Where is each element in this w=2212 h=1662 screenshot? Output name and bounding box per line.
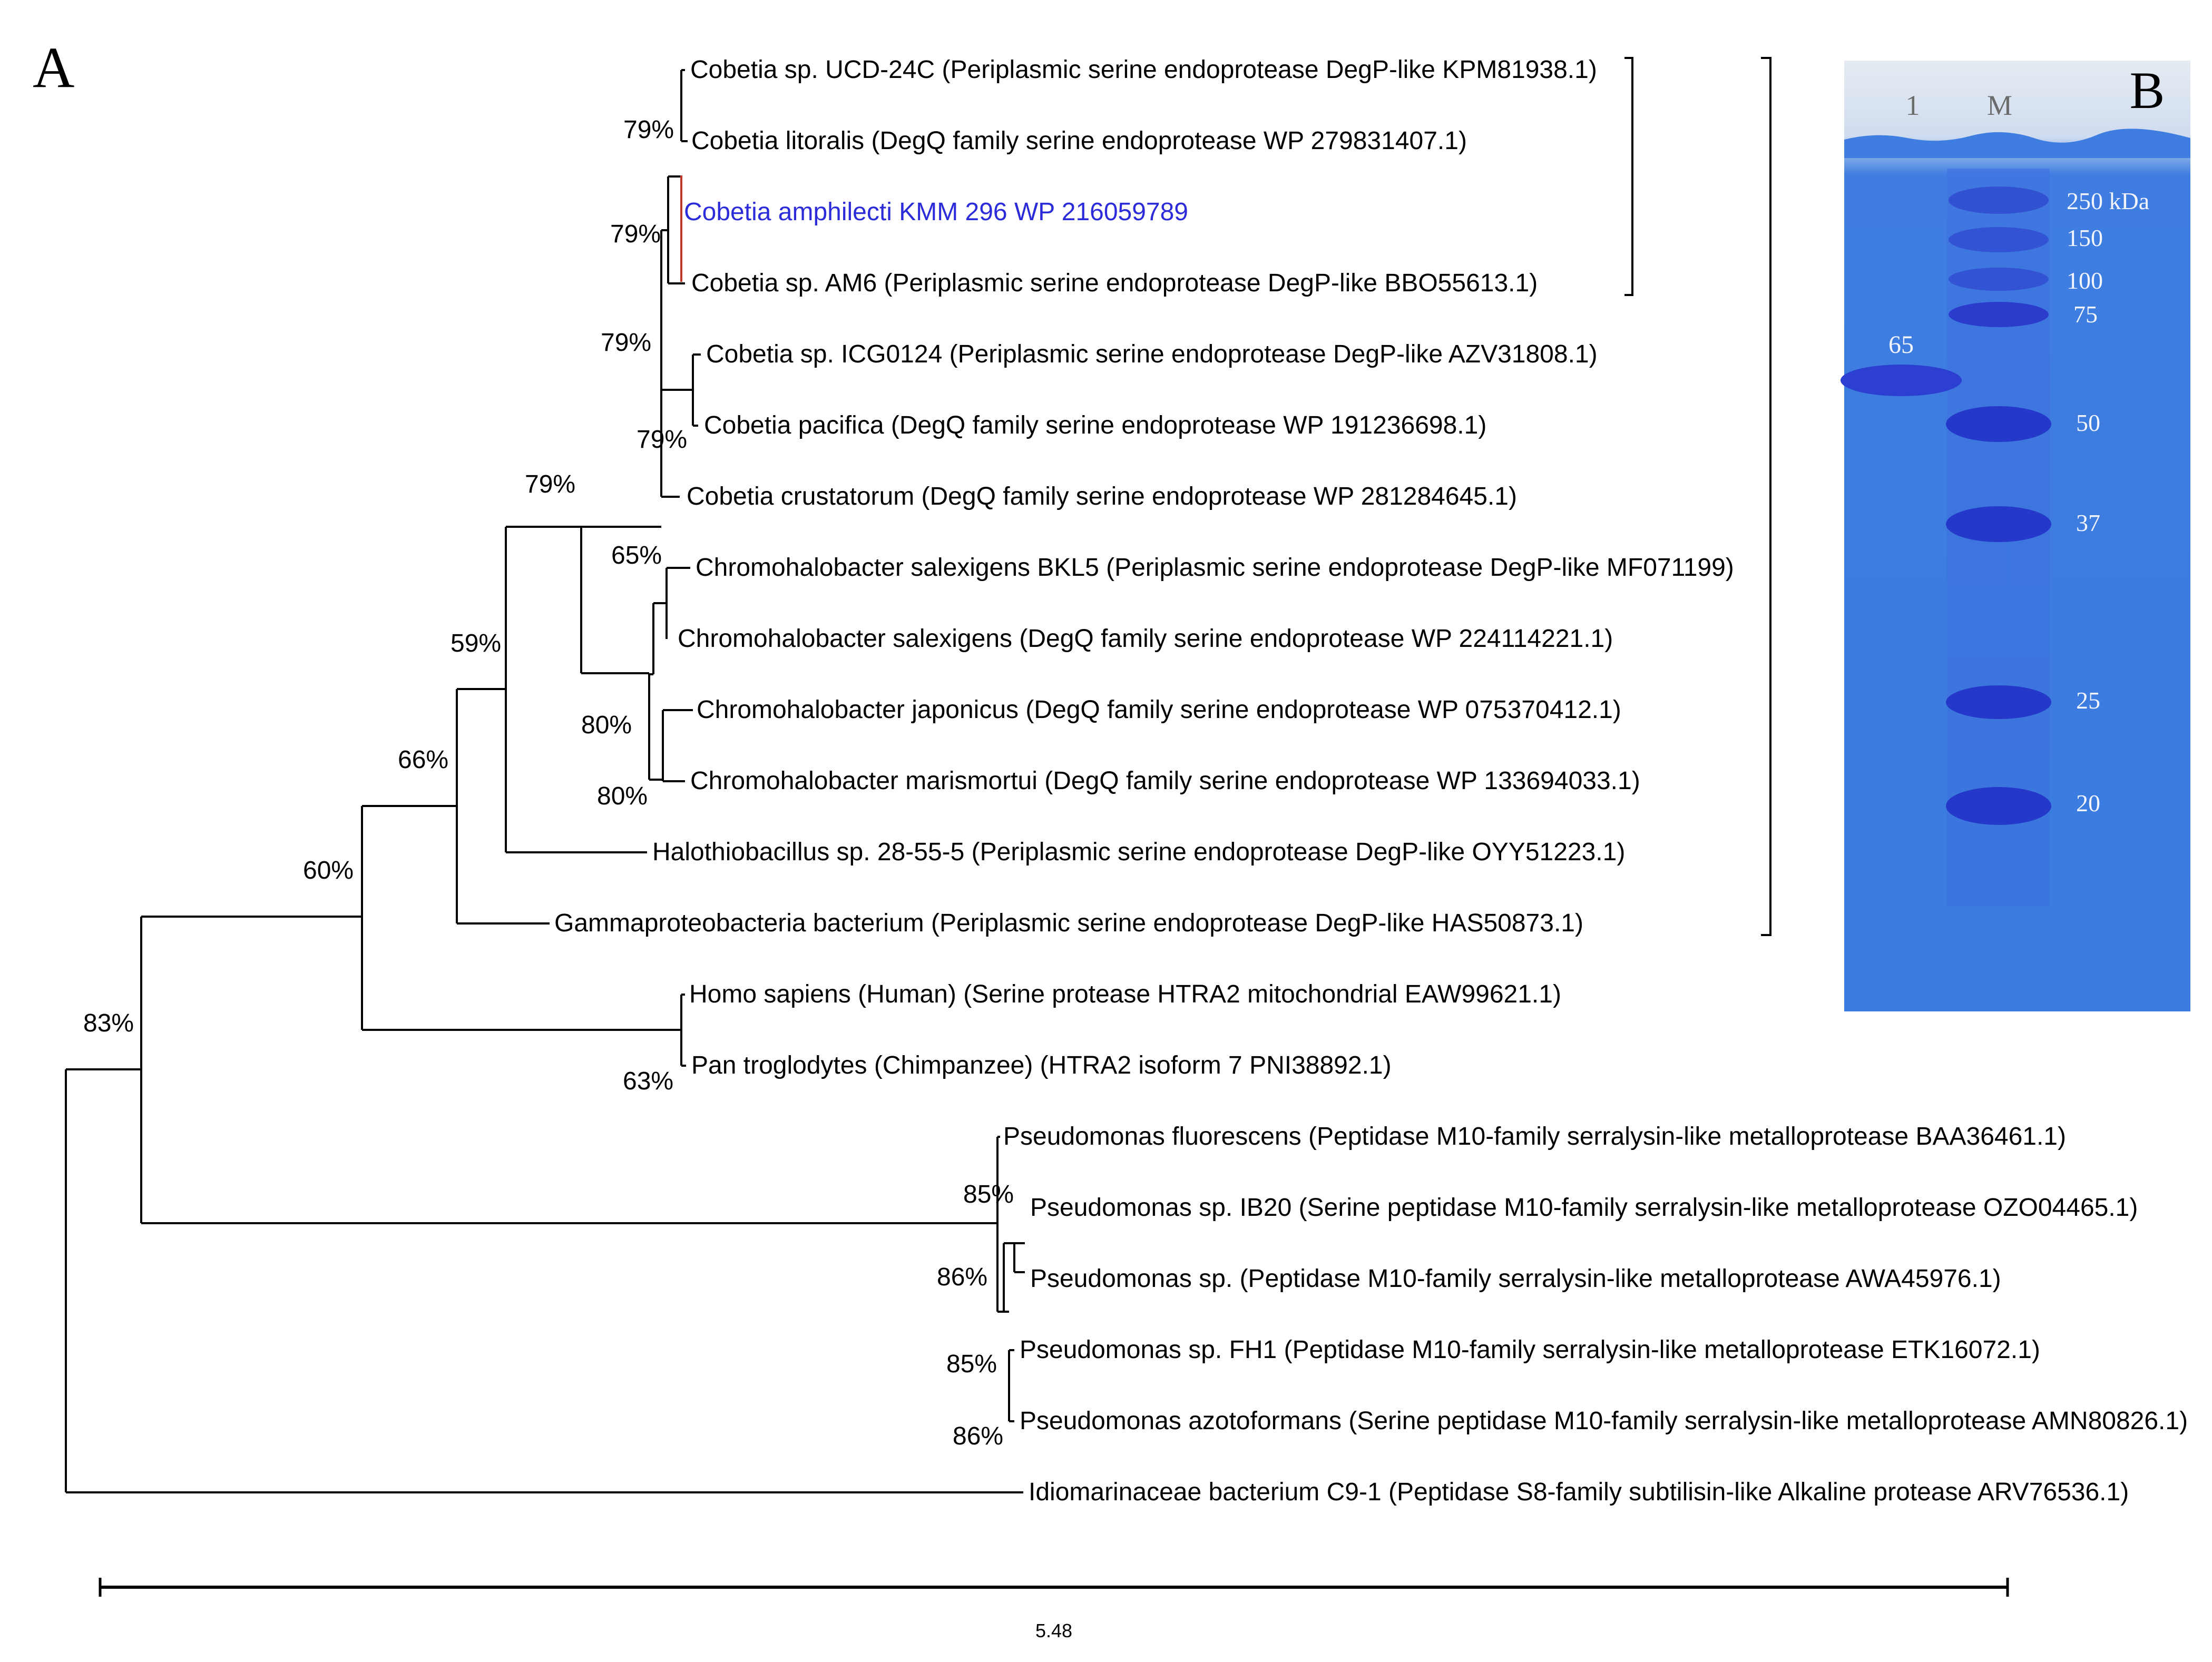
- taxon-labels: Cobetia sp. UCD-24C (Periplasmic serine …: [554, 56, 2188, 1506]
- bootstrap-value: 63%: [623, 1067, 673, 1095]
- taxon-label: Pan troglodytes (Chimpanzee) (HTRA2 isof…: [691, 1051, 1392, 1079]
- sample-band-label: 65: [1888, 331, 1914, 359]
- taxon-label: Pseudomonas azotoformans (Serine peptida…: [1020, 1407, 2188, 1435]
- taxon-label: Pseudomonas fluorescens (Peptidase M10-f…: [1003, 1123, 2066, 1150]
- marker-label: 250 kDa: [2067, 188, 2149, 214]
- bootstrap-value: 59%: [451, 630, 501, 657]
- taxon-label: Cobetia sp. UCD-24C (Periplasmic serine …: [690, 56, 1597, 84]
- marker-label: 37: [2076, 509, 2100, 536]
- scale-bar-value: 5.48: [1035, 1620, 1072, 1641]
- bootstrap-value: 79%: [623, 116, 674, 144]
- taxon-label: Chromohalobacter japonicus (DegQ family …: [697, 696, 1621, 724]
- taxon-label: Pseudomonas sp. (Peptidase M10-family se…: [1030, 1265, 2001, 1293]
- marker-band-150: [1949, 227, 2049, 252]
- taxon-label-highlighted: Cobetia amphilecti KMM 296 WP 216059789: [684, 198, 1188, 226]
- marker-band-20: [1946, 787, 2051, 825]
- taxon-label: Cobetia sp. AM6 (Periplasmic serine endo…: [691, 269, 1538, 297]
- marker-bands: [1946, 186, 2051, 825]
- lane-label-1: 1: [1906, 90, 1920, 121]
- taxon-label: Halothiobacillus sp. 28-55-5 (Periplasmi…: [652, 838, 1625, 866]
- bootstrap-value: 60%: [303, 857, 354, 884]
- bootstrap-value: 80%: [581, 711, 632, 739]
- marker-band-37: [1946, 506, 2051, 542]
- sample-band: [1841, 365, 1962, 396]
- taxon-label: Pseudomonas sp. IB20 (Serine peptidase M…: [1030, 1194, 2138, 1222]
- gel-well-edge: [1844, 129, 2190, 158]
- phylogenetic-tree-branches: [65, 69, 1025, 1493]
- taxon-label: Cobetia sp. ICG0124 (Periplasmic serine …: [706, 340, 1598, 368]
- marker-label: 75: [2073, 301, 2098, 328]
- scale-bar: 5.48: [99, 1578, 2009, 1641]
- marker-band-25: [1946, 685, 2051, 719]
- taxon-label: Idiomarinaceae bacterium C9-1 (Peptidase…: [1029, 1478, 2129, 1506]
- marker-label: 20: [2076, 790, 2100, 817]
- clade-bracket-outer: [1761, 57, 1771, 936]
- marker-band-250: [1949, 186, 2049, 214]
- taxon-label: Chromohalobacter salexigens (DegQ family…: [678, 625, 1613, 653]
- taxon-label: Homo sapiens (Human) (Serine protease HT…: [689, 980, 1561, 1008]
- taxon-label: Pseudomonas sp. FH1 (Peptidase M10-famil…: [1020, 1336, 2040, 1364]
- taxon-label: Cobetia litoralis (DegQ family serine en…: [691, 127, 1467, 155]
- bootstrap-value: 85%: [963, 1181, 1014, 1208]
- lane-label-m: M: [1987, 90, 2012, 121]
- marker-band-50: [1946, 406, 2051, 442]
- taxon-label: Cobetia crustatorum (DegQ family serine …: [687, 483, 1517, 510]
- marker-band-100: [1949, 268, 2049, 291]
- bootstrap-value: 83%: [83, 1009, 134, 1037]
- bootstrap-value: 66%: [398, 746, 448, 774]
- marker-label: 25: [2076, 687, 2100, 714]
- bootstrap-value: 80%: [597, 782, 648, 810]
- panel-a-label: A: [33, 35, 74, 100]
- bootstrap-value: 79%: [601, 329, 651, 357]
- bootstrap-value: 65%: [611, 542, 662, 569]
- panel-b-label: B: [2130, 61, 2165, 120]
- bootstrap-value: 79%: [525, 470, 575, 498]
- bootstrap-value: 86%: [937, 1263, 987, 1291]
- marker-label: 100: [2067, 267, 2103, 294]
- bootstrap-value: 79%: [637, 426, 687, 454]
- bootstrap-values: 79% 79% 79% 79% 79% 65% 80% 80% 59% 66% …: [83, 116, 1014, 1450]
- taxon-label: Cobetia pacifica (DegQ family serine end…: [704, 411, 1486, 439]
- bootstrap-value: 79%: [610, 220, 661, 248]
- marker-labels: 250 kDa 150 100 75 50 37 25 20: [2067, 188, 2149, 817]
- taxon-label: Chromohalobacter salexigens BKL5 (Peripl…: [696, 554, 1734, 582]
- marker-label: 150: [2067, 224, 2103, 251]
- clade-bracket-inner: [1624, 57, 1633, 296]
- bootstrap-value: 86%: [953, 1422, 1003, 1450]
- marker-label: 50: [2076, 409, 2100, 436]
- gel-panel: 1 M B 65 250 kDa 150 100 75 50 37 25 20: [1841, 61, 2190, 1011]
- taxon-label: Chromohalobacter marismortui (DegQ famil…: [690, 767, 1640, 795]
- taxon-label: Gammaproteobacteria bacterium (Periplasm…: [554, 909, 1583, 937]
- marker-band-75: [1949, 302, 2049, 327]
- bootstrap-value: 85%: [946, 1350, 997, 1378]
